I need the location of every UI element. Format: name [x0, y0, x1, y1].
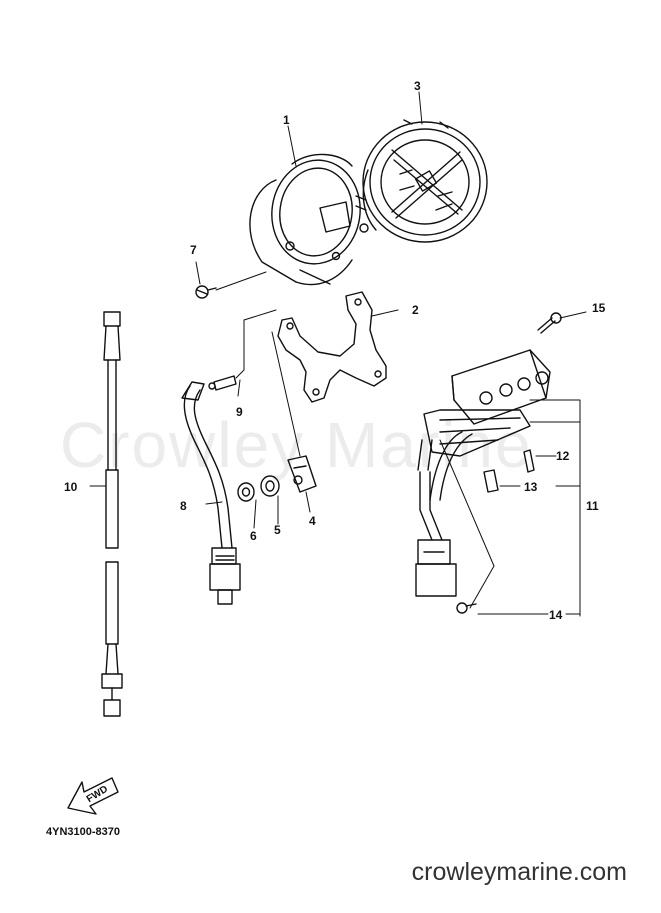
callout-5: 5	[274, 523, 281, 537]
website-footer: crowleymarine.com	[411, 858, 627, 886]
callout-11: 11	[586, 499, 599, 513]
leader-lines	[89, 91, 587, 617]
screw-part-7	[195, 285, 217, 299]
callout-15: 15	[592, 301, 606, 315]
callout-7: 7	[190, 243, 197, 257]
callout-3: 3	[414, 79, 421, 93]
callout-14: 14	[549, 608, 563, 622]
indicator-light-part	[415, 349, 551, 597]
bulb-part-12	[523, 449, 535, 473]
callout-2: 2	[412, 303, 419, 317]
callout-8: 8	[180, 499, 187, 513]
callout-1: 1	[283, 113, 290, 127]
nut-part-6	[237, 482, 255, 502]
bulb-part-13	[483, 469, 499, 493]
speedometer-cable-part	[101, 311, 123, 717]
screw-part-14	[456, 602, 477, 614]
fwd-arrow-icon	[67, 777, 119, 815]
callout-6: 6	[250, 529, 257, 543]
callout-4: 4	[309, 514, 316, 528]
callout-9: 9	[236, 405, 243, 419]
callout-13: 13	[524, 480, 538, 494]
callout-10: 10	[64, 480, 78, 494]
meter-assembly-part	[355, 119, 488, 243]
meter-case-part	[249, 153, 361, 286]
diagram-code: 4YN3100-8370	[46, 826, 121, 838]
washer-part-5	[260, 475, 280, 497]
socket-cord-part-8	[181, 381, 241, 605]
bulb-part-9	[208, 375, 237, 391]
bracket-part	[277, 291, 387, 403]
callout-12: 12	[556, 449, 570, 463]
grommet-part-4	[287, 455, 317, 493]
screw-part-15	[537, 312, 562, 334]
